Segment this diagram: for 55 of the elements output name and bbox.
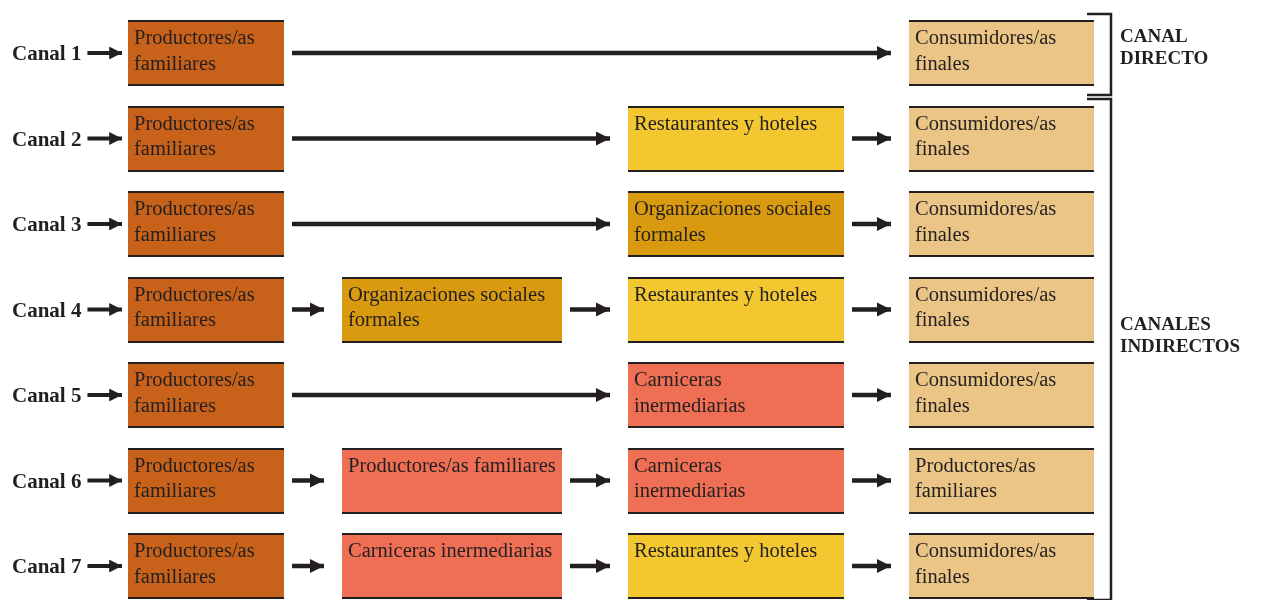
arrow [292, 558, 324, 574]
actor-box: Productores/as familiares [128, 533, 284, 599]
actor-box: Productores/as familiares [128, 362, 284, 428]
actor-box: Productores/as familiares [909, 447, 1094, 514]
actor-box: Consumidores/as finales [909, 20, 1094, 86]
actor-box: Productores/as familiares [128, 20, 284, 86]
actor-box: Carniceras inermediarias [628, 362, 844, 428]
actor-box: Restaurantes y hoteles [628, 276, 844, 343]
arrow [852, 473, 891, 488]
arrow [852, 387, 891, 403]
group-label: CANAL DIRECTO [1120, 25, 1210, 69]
arrow [570, 302, 610, 317]
actor-box: Consumidores/as finales [909, 533, 1094, 599]
arrow [852, 131, 891, 146]
actor-box: Consumidores/as finales [909, 105, 1094, 172]
arrow [570, 473, 610, 488]
arrow [292, 45, 891, 61]
channel-label: Canal 5 [12, 362, 82, 428]
actor-box: Consumidores/as finales [909, 191, 1094, 257]
arrow [87, 46, 122, 60]
actor-box: Productores/as familiares [128, 276, 284, 343]
actor-box: Carniceras inermediarias [342, 533, 562, 599]
arrow [852, 558, 891, 574]
actor-box: Productores/as familiares [128, 105, 284, 172]
arrow [87, 132, 122, 145]
arrow [570, 558, 610, 574]
channel-label: Canal 6 [12, 447, 82, 514]
actor-box: Consumidores/as finales [909, 276, 1094, 343]
actor-box: Restaurantes y hoteles [628, 105, 844, 172]
arrow [87, 217, 122, 231]
channel-label: Canal 2 [12, 105, 82, 172]
actor-box: Organizaciones sociales formales [342, 276, 562, 343]
arrow [852, 216, 891, 232]
actor-box: Carniceras inermediarias [628, 447, 844, 514]
arrow [87, 559, 122, 573]
channel-label: Canal 3 [12, 191, 82, 257]
arrow [852, 302, 891, 317]
arrow [292, 473, 324, 488]
channel-label: Canal 4 [12, 276, 82, 343]
arrow [87, 388, 122, 402]
arrow [292, 131, 610, 146]
arrow [87, 474, 122, 487]
actor-box: Productores/as familiares [128, 447, 284, 514]
arrow [292, 387, 610, 403]
actor-box: Organizaciones sociales formales [628, 191, 844, 257]
channel-label: Canal 1 [12, 20, 82, 86]
arrow [292, 216, 610, 232]
arrow [292, 302, 324, 317]
actor-box: Productores/as familiares [342, 447, 562, 514]
actor-box: Consumidores/as finales [909, 362, 1094, 428]
group-label: CANALES INDIRECTOS [1120, 313, 1242, 357]
channel-label: Canal 7 [12, 533, 82, 599]
actor-box: Productores/as familiares [128, 191, 284, 257]
arrow [87, 303, 122, 316]
actor-box: Restaurantes y hoteles [628, 533, 844, 599]
